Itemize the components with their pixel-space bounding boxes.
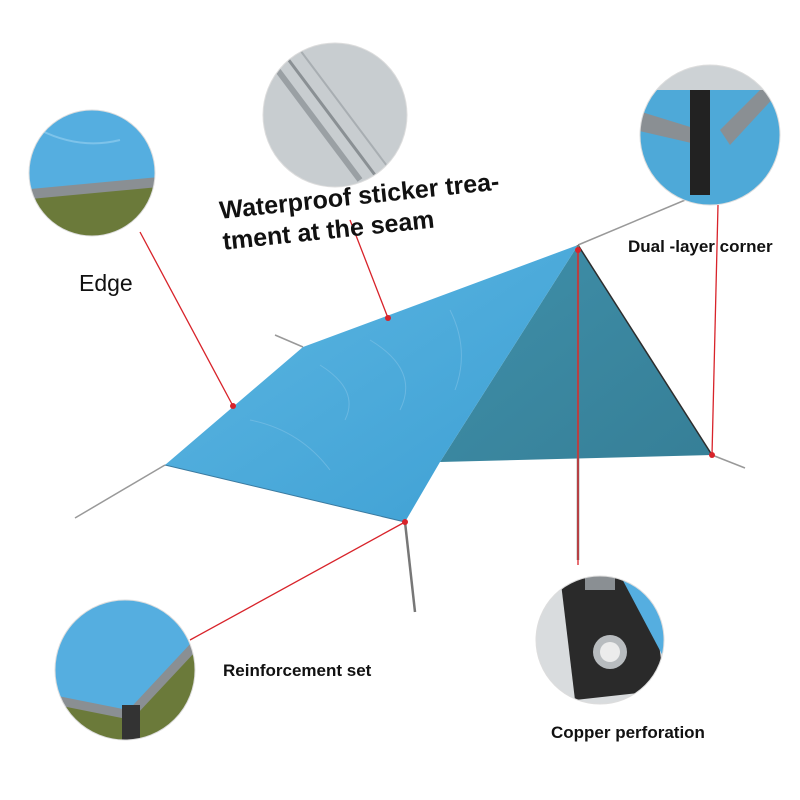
label-edge: Edge (79, 270, 133, 296)
guy-lines (74, 197, 746, 519)
tarp-dark-face (440, 245, 712, 462)
detail-seam-icon (263, 43, 407, 187)
label-copper: Copper perforation (551, 723, 705, 742)
detail-edge-icon (29, 110, 155, 236)
tarp-light-face (165, 245, 578, 522)
detail-reinforcement-icon (55, 600, 195, 740)
leader-dots (230, 247, 715, 525)
tarp (164, 244, 713, 523)
label-reinforcement: Reinforcement set (223, 661, 372, 680)
detail-corner-icon (640, 65, 780, 205)
detail-copper-icon (536, 576, 664, 704)
leader-lines (139, 204, 719, 641)
label-corner: Dual -layer corner (628, 237, 773, 256)
